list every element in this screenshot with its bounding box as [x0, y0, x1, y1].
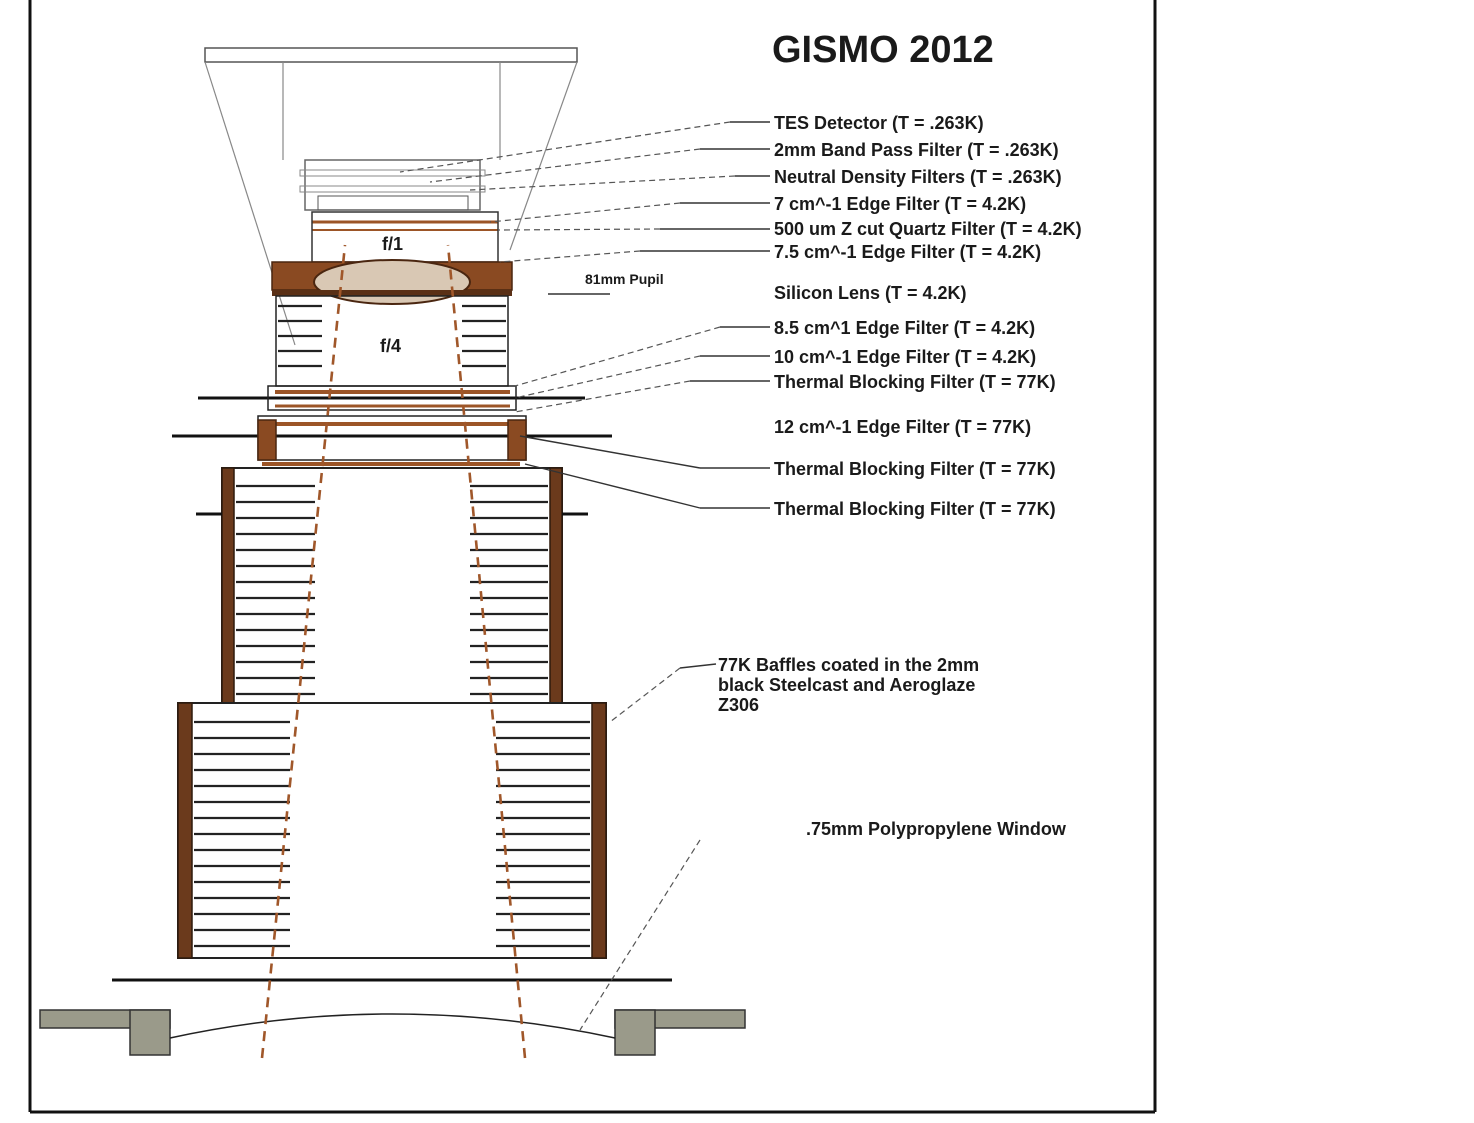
pupil-label: 81mm Pupil [585, 271, 664, 287]
diagram-frame [28, 0, 1157, 1114]
lens-mount [271, 259, 513, 305]
callout-band-pass-filter: 2mm Band Pass Filter (T = .263K) [774, 140, 1059, 160]
f1-label: f/1 [382, 234, 403, 254]
baffles-label-line-1: 77K Baffles coated in the 2mm [718, 655, 979, 675]
f4-section [275, 295, 509, 387]
lower-baffle-tube [177, 702, 607, 959]
detector-stage [299, 159, 499, 263]
top-plate [204, 47, 578, 346]
filter-plates [172, 385, 612, 466]
callout-edge-filter-10: 10 cm^-1 Edge Filter (T = 4.2K) [774, 347, 1036, 367]
f4-label: f/4 [380, 336, 401, 356]
callout-edge-filter-7: 7 cm^-1 Edge Filter (T = 4.2K) [774, 194, 1026, 214]
callout-edge-filter-8-5: 8.5 cm^1 Edge Filter (T = 4.2K) [774, 318, 1035, 338]
optical-beam [260, 244, 527, 1059]
upper-baffle-tube [196, 467, 588, 704]
callout-thermal-blocking-2: Thermal Blocking Filter (T = 77K) [774, 459, 1056, 479]
callout-silicon-lens: Silicon Lens (T = 4.2K) [774, 283, 967, 303]
baffles-label-line-3: Z306 [718, 695, 759, 715]
polypropylene-window [169, 1013, 616, 1039]
callout-quartz-filter: 500 um Z cut Quartz Filter (T = 4.2K) [774, 219, 1082, 239]
callout-neutral-density-filters: Neutral Density Filters (T = .263K) [774, 167, 1062, 187]
diagram-title: GISMO 2012 [772, 29, 994, 71]
callout-edge-filter-12: 12 cm^-1 Edge Filter (T = 77K) [774, 417, 1031, 437]
callout-thermal-blocking-1: Thermal Blocking Filter (T = 77K) [774, 372, 1056, 392]
window-assembly [39, 978, 746, 1056]
callout-edge-filter-7-5: 7.5 cm^-1 Edge Filter (T = 4.2K) [774, 242, 1041, 262]
callout-thermal-blocking-3: Thermal Blocking Filter (T = 77K) [774, 499, 1056, 519]
callout-tes-detector: TES Detector (T = .263K) [774, 113, 984, 133]
window-label: .75mm Polypropylene Window [806, 819, 1067, 839]
leader-lines [399, 121, 770, 1031]
baffles-label-line-2: black Steelcast and Aeroglaze [718, 675, 975, 695]
